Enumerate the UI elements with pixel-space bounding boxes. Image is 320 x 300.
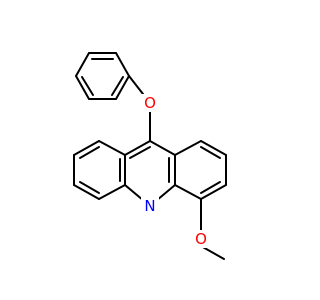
bond — [174, 140, 202, 156]
bond — [75, 52, 90, 77]
bond — [124, 140, 151, 156]
bond — [200, 146, 221, 159]
bond — [200, 245, 225, 260]
bond-layer — [73, 52, 227, 260]
atom-oxygen-phenoxy: O — [141, 94, 159, 112]
bond — [174, 184, 202, 200]
bond — [115, 75, 130, 100]
atom-label: O — [195, 230, 207, 248]
bond — [79, 146, 100, 159]
bond — [200, 140, 227, 156]
molecule-structure: O N O — [73, 52, 227, 260]
bond — [79, 181, 100, 194]
bond — [75, 75, 90, 100]
bond — [200, 184, 227, 200]
atom-label: N — [144, 197, 155, 215]
bond — [73, 184, 100, 200]
bond — [200, 181, 221, 194]
bond — [111, 76, 124, 96]
atom-nitrogen-ring: N — [141, 197, 159, 215]
atom-label-layer: O N O — [141, 94, 210, 248]
bond — [98, 140, 126, 156]
atom-label: O — [144, 94, 156, 112]
bond — [129, 146, 151, 159]
bond — [115, 52, 130, 77]
bond — [149, 140, 176, 156]
bond — [73, 140, 100, 156]
bond — [81, 76, 94, 96]
bond — [98, 184, 126, 200]
atom-oxygen-methoxy: O — [192, 230, 210, 248]
